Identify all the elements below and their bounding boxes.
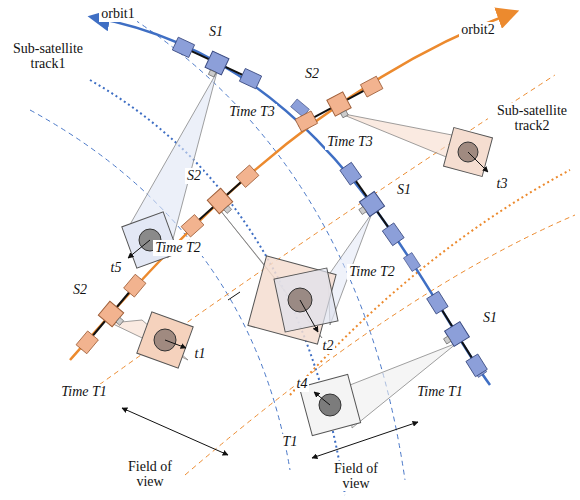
- motion-label: t5: [109, 260, 124, 275]
- satellite: [294, 74, 386, 137]
- satellite: [180, 164, 264, 243]
- orbit-label: orbit2: [459, 22, 496, 37]
- satellite: [421, 290, 489, 380]
- satellite-label: S1: [481, 310, 499, 325]
- orbit-path: [70, 12, 515, 360]
- fov-boundary: [185, 215, 575, 475]
- fov-boundary: [30, 110, 290, 470]
- time-label: Time T3: [325, 134, 375, 149]
- time-label: Time T1: [59, 384, 109, 399]
- track-label: Sub-satellite track1: [4, 41, 92, 72]
- fov-bracket: [122, 408, 418, 458]
- time-label: Time T3: [227, 104, 277, 119]
- satellite-label: S2: [185, 168, 203, 183]
- track-label: Sub-satellite track2: [488, 103, 576, 134]
- fov-boundary: [85, 75, 555, 395]
- time-label: Time T2: [153, 240, 203, 255]
- satellite-label: S1: [207, 24, 225, 39]
- orbit-label: orbit1: [99, 6, 136, 21]
- beam: [111, 72, 478, 428]
- footprint: [122, 128, 493, 436]
- motion-label: t3: [495, 176, 510, 191]
- satellite: [334, 161, 406, 250]
- motion-arrow: [128, 152, 488, 405]
- fov-label: Field of view: [324, 461, 388, 492]
- motion-label: t2: [321, 338, 336, 353]
- satellite: [169, 35, 262, 95]
- satellite-label: S2: [71, 282, 89, 297]
- orbit-path: [92, 17, 490, 385]
- time-label: T1: [281, 434, 300, 449]
- time-label: Time T1: [415, 384, 465, 399]
- satellite-label: S2: [303, 66, 321, 81]
- time-label: Time T2: [347, 264, 397, 279]
- fov-label: Field of view: [118, 459, 182, 490]
- motion-label: t1: [193, 346, 208, 361]
- satellite-label: S1: [395, 182, 413, 197]
- motion-label: t4: [295, 376, 310, 391]
